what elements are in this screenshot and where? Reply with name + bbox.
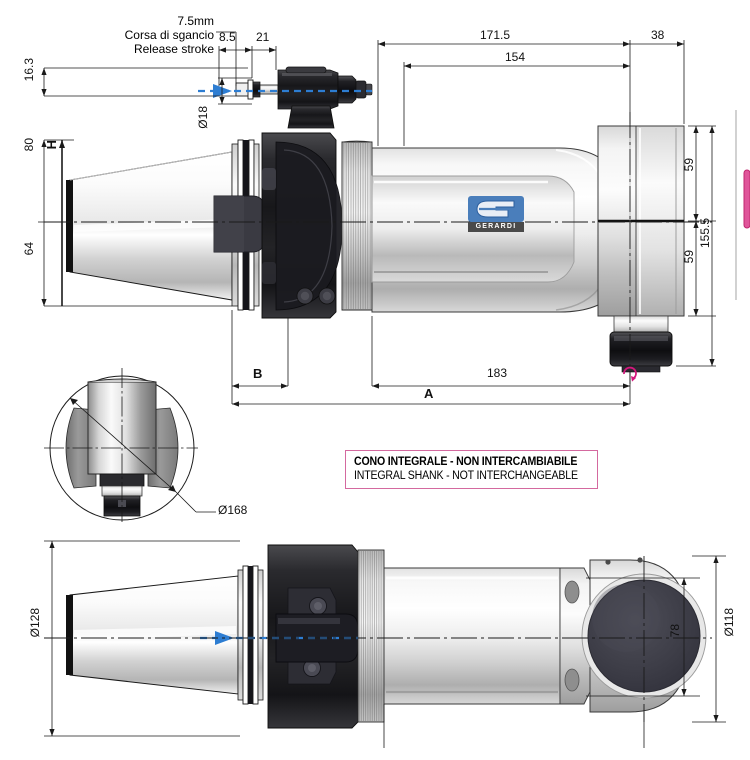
- actuator-housing: [277, 66, 373, 110]
- angle-head-body: [261, 132, 343, 319]
- release-stroke-value: 7.5mm: [177, 14, 214, 28]
- dim-dia-128: Ø128: [28, 608, 42, 638]
- graduated-ring: [341, 140, 373, 311]
- dim-78: 78: [668, 624, 682, 638]
- edge-marker-magenta: [743, 169, 750, 229]
- top-view-geometry: [44, 66, 712, 384]
- dim-59-upper: 59: [682, 158, 696, 172]
- logo-g-mark: [468, 196, 524, 222]
- dim-183: 183: [487, 366, 508, 380]
- bottom-view-dimensions: [44, 540, 726, 748]
- dim-dia-168: Ø168: [218, 503, 248, 517]
- dim-38: 38: [651, 28, 665, 42]
- neck: [287, 105, 335, 129]
- gerardi-logo: GERARDI: [468, 196, 524, 232]
- taper-shank: [66, 151, 233, 301]
- warning-line-english: INTEGRAL SHANK - NOT INTERCHANGEABLE: [354, 470, 578, 482]
- bottom-view-geometry: [44, 544, 712, 729]
- collet-nut: [609, 315, 673, 373]
- dim-label-B: B: [253, 366, 263, 381]
- dim-171-5: 171.5: [480, 28, 511, 42]
- head-block: [597, 125, 685, 317]
- bottom-arm-body: [383, 567, 591, 705]
- pull-stud: [235, 79, 279, 100]
- dim-21: 21: [256, 30, 270, 44]
- dim-label-A: A: [424, 386, 434, 401]
- bottom-flange: [237, 565, 264, 705]
- dim-label-H: H: [44, 140, 59, 150]
- flange-v-groove: [213, 139, 265, 311]
- release-stroke-english: Release stroke: [133, 42, 214, 56]
- detail-circle-view: [44, 368, 216, 522]
- bottom-black-body: [267, 544, 359, 729]
- dim-dia-18: Ø18: [196, 106, 210, 129]
- bottom-taper-shank: [66, 575, 239, 695]
- spindle-axis-blue: [198, 84, 372, 98]
- rotation-symbol: [623, 366, 637, 382]
- dim-154: 154: [505, 50, 526, 64]
- dim-64: 64: [22, 242, 36, 256]
- warning-line-italian: CONO INTEGRALE - NON INTERCAMBIABILE: [354, 456, 578, 468]
- release-stroke-italian: Corsa di sgancio: [124, 28, 214, 42]
- release-stroke-note: 7.5mm Corsa di sgancio Release stroke: [104, 14, 214, 56]
- dim-59-lower: 59: [682, 250, 696, 264]
- logo-brand-text: GERARDI: [468, 222, 524, 232]
- top-view-dimensions: [38, 31, 716, 407]
- dim-16-3: 16.3: [22, 58, 36, 82]
- dim-8-5: 8.5: [219, 30, 236, 44]
- dim-80: 80: [22, 138, 36, 152]
- dim-155-5: 155.5: [698, 218, 712, 249]
- integral-shank-warning: CONO INTEGRALE - NON INTERCAMBIABILE INT…: [345, 450, 598, 489]
- bottom-graduated-ring: [357, 549, 385, 723]
- dim-dia-118: Ø118: [722, 608, 736, 637]
